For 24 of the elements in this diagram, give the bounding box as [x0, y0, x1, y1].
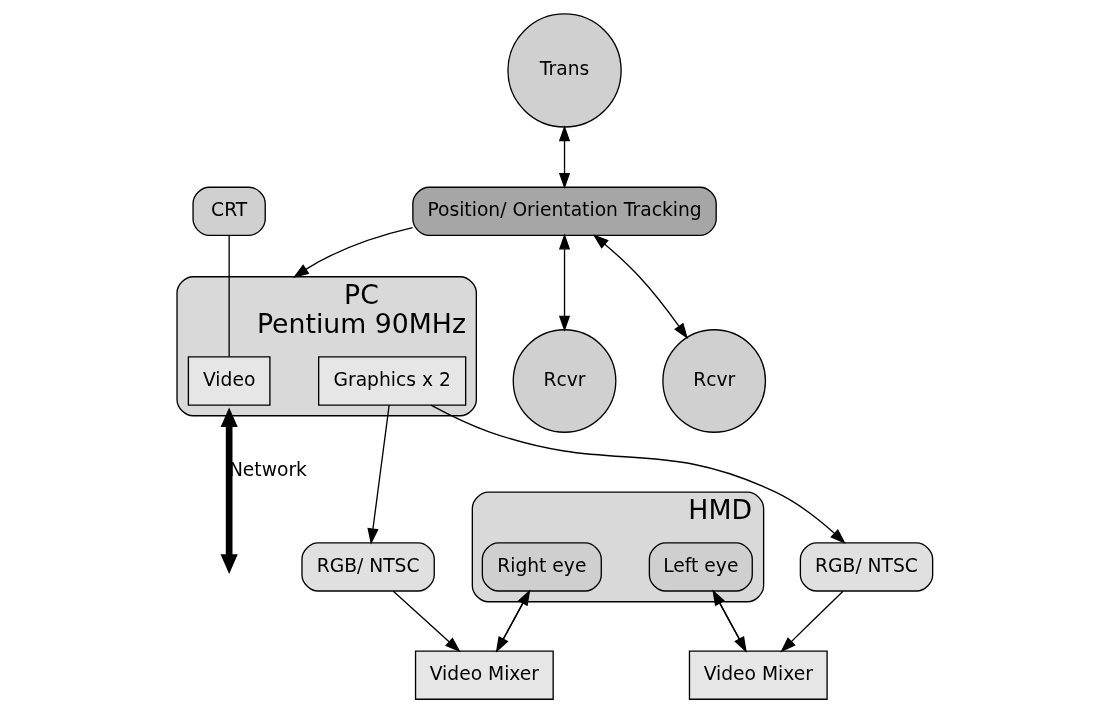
connector	[228, 234, 230, 358]
node-box: CRT	[192, 186, 266, 237]
arrow	[592, 234, 688, 340]
node-circle: Trans	[507, 13, 622, 128]
arrow	[392, 590, 461, 653]
node-circle: Rcvr	[512, 329, 617, 433]
node-box: Video Mixer	[414, 650, 554, 700]
arrow	[430, 404, 846, 544]
arrow	[558, 233, 571, 332]
node-box: Right eye	[481, 542, 602, 592]
node-box: RGB/ NTSC	[799, 542, 934, 592]
node-box: Graphics x 2	[318, 356, 467, 406]
node-box: Video Mixer	[688, 650, 828, 700]
node-box: RGB/ NTSC	[301, 542, 435, 592]
arrow	[220, 407, 238, 574]
node-box: Video	[187, 356, 271, 406]
node-box: Left eye	[648, 542, 753, 592]
arrow	[780, 590, 844, 653]
node-box: Position/ Orientation Tracking	[412, 186, 717, 237]
arrow	[292, 226, 414, 278]
arrow	[558, 125, 571, 189]
arrow	[367, 404, 390, 545]
edge-label: Network	[228, 459, 307, 481]
node-circle: Rcvr	[662, 329, 767, 433]
